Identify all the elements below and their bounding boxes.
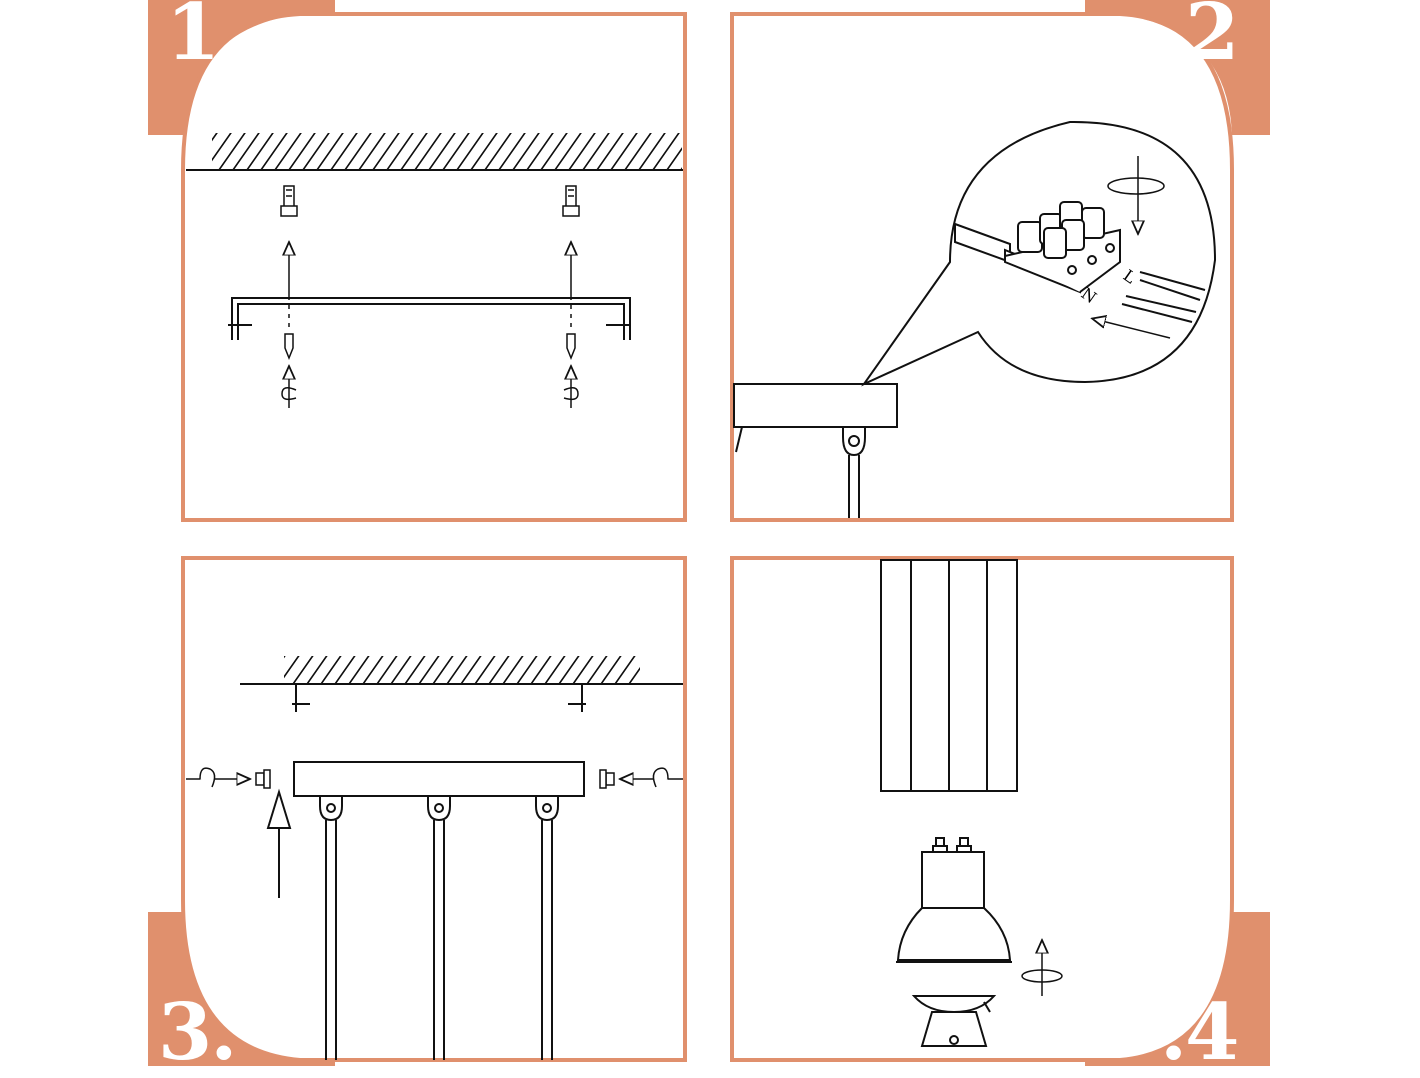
wall-anchor-icon [280, 185, 580, 217]
corner-tab-3 [148, 912, 335, 1066]
insert-arrow-icon [289, 248, 571, 330]
ceiling-hatch [284, 656, 640, 684]
bulb-socket-icon [911, 995, 997, 1047]
panel-step-1 [148, 0, 687, 522]
corner-tab-4 [1085, 912, 1270, 1066]
panel-frame-1 [181, 12, 687, 522]
pendant-shade [880, 559, 1018, 792]
wire-icon [1121, 271, 1206, 323]
push-up-arrow-icon [266, 788, 292, 898]
mounting-bracket [228, 297, 631, 340]
step-label-2: .2 [1160, 0, 1239, 78]
step-label-1: 1. [166, 0, 245, 78]
gu10-bulb-icon [896, 837, 1012, 963]
panel-frame-4 [730, 556, 1234, 1062]
panel-step-4 [730, 556, 1270, 1066]
rotate-arrow-icon [281, 372, 579, 408]
terminal-block-icon [954, 201, 1121, 294]
insert-arrow-icon [1098, 320, 1171, 339]
step-label-3: 3. [158, 987, 237, 1078]
screw-icon [284, 333, 576, 361]
panel-step-3 [148, 556, 687, 1066]
panel-frame-3 [181, 556, 687, 1062]
rotate-arrow-icon [1021, 946, 1063, 996]
corner-tab-2 [1085, 0, 1270, 135]
canopy-plate [733, 383, 898, 518]
panel-frame-2 [730, 12, 1234, 522]
step-label-4: .4 [1160, 987, 1239, 1078]
pendant-rod [319, 795, 559, 1060]
mounting-bracket [292, 683, 586, 712]
side-screw-icon [186, 767, 683, 789]
corner-tab-1 [148, 0, 335, 135]
panel-step-2: L N [730, 0, 1270, 522]
canopy-plate [293, 761, 585, 797]
ceiling-hatch [212, 133, 682, 169]
rotate-arrow-icon [1107, 156, 1165, 228]
